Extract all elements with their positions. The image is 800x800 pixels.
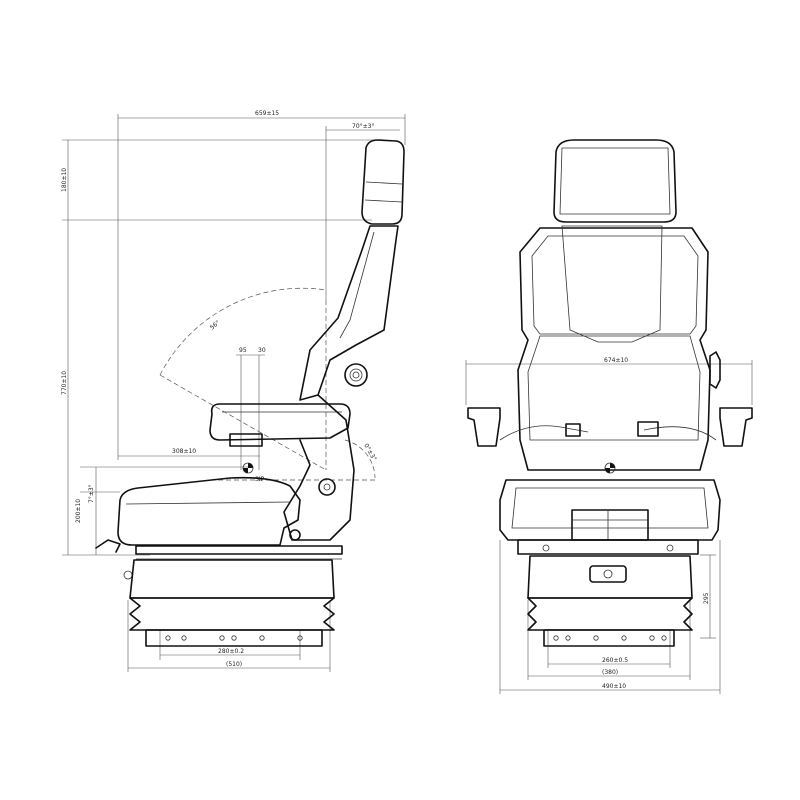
side-recline-angle-label: 56° [209, 319, 222, 331]
side-view: 659±15 70°±3° 180±10 770±10 56° 95 30 30… [61, 110, 406, 672]
side-sip-label: SIP [255, 476, 265, 483]
side-suspension-top [129, 559, 335, 599]
front-mount-width-label: 260±0.5 [602, 657, 628, 664]
side-mount-bolts [165, 635, 303, 641]
front-right-armrest [719, 407, 753, 447]
side-backrest-angle-label: 70°±3° [352, 123, 374, 130]
side-total-height-label: 770±10 [61, 371, 68, 395]
side-frame [283, 394, 355, 541]
side-dim-b-label: 30 [258, 347, 266, 354]
front-left-armrest [467, 407, 501, 447]
side-dim-a-label: 95 [239, 347, 247, 354]
front-adjust-lever [571, 509, 649, 541]
front-mount-plate [543, 629, 675, 647]
side-backrest [299, 225, 399, 401]
front-height-adjuster [589, 565, 627, 583]
side-bellows [129, 597, 335, 631]
side-armrest-angle-label: 0°±3° [362, 443, 377, 463]
side-pivot [318, 478, 336, 496]
side-armrest [209, 403, 351, 441]
front-seat-cushion [499, 479, 721, 541]
side-headrest [361, 139, 405, 225]
front-headrest [553, 139, 677, 223]
front-cable [499, 425, 717, 441]
side-recline-knob [344, 363, 368, 387]
side-base-width-label: (510) [226, 661, 242, 668]
front-view: 674±10 295 260±0.5 (380) 490±10 [465, 139, 753, 694]
front-base-width-label: (380) [602, 669, 618, 676]
front-bellows [527, 597, 693, 631]
front-dimension-lines [465, 360, 753, 694]
front-armrest-width-label: 674±10 [604, 357, 628, 364]
side-mount-width-label: 280±0.2 [218, 648, 244, 655]
side-mount-plate [145, 629, 323, 647]
front-mount-bolts [553, 635, 667, 641]
front-overall-width-label: 490±10 [602, 683, 626, 690]
side-seat-cushion [117, 476, 301, 546]
side-slide-rail [135, 545, 343, 555]
side-seat-height-label: 200±10 [75, 499, 82, 523]
front-side-knob [709, 351, 721, 389]
front-base-height-label: 295 [703, 592, 710, 604]
side-adjust-handle [95, 539, 121, 553]
front-slide-rail [517, 539, 699, 555]
side-dimension-lines [62, 114, 406, 672]
side-overall-length-label: 659±15 [255, 110, 279, 117]
side-seat-tilt-label: 7°±3° [88, 484, 95, 503]
front-backrest [517, 227, 711, 471]
side-seat-depth-label: 308±10 [172, 448, 196, 455]
side-headrest-height-label: 180±10 [61, 168, 68, 192]
